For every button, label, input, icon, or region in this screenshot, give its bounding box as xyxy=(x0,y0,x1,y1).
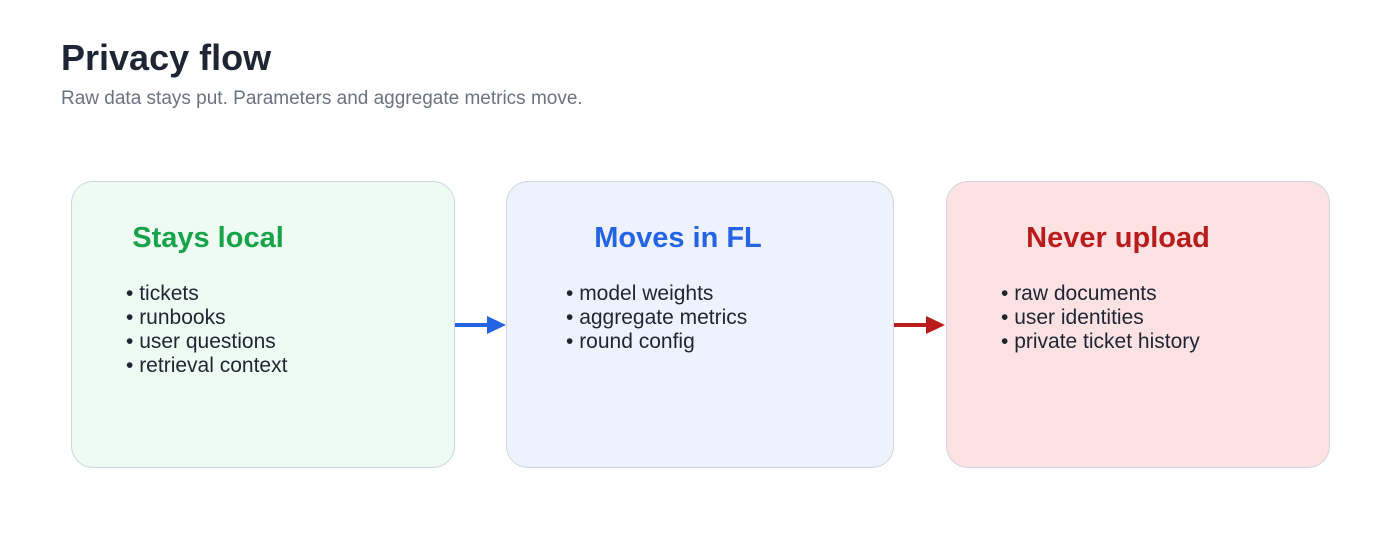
card-title: Moves in FL xyxy=(594,222,762,254)
item-list: model weights aggregate metrics round co… xyxy=(566,282,747,354)
card-moves-in-fl: Moves in FL model weights aggregate metr… xyxy=(506,181,894,468)
list-item: user identities xyxy=(1001,306,1200,330)
card-stays-local: Stays local tickets runbooks user questi… xyxy=(71,181,455,468)
list-item: raw documents xyxy=(1001,282,1200,306)
page-subtitle: Raw data stays put. Parameters and aggre… xyxy=(61,88,583,109)
list-item: round config xyxy=(566,330,747,354)
list-item: private ticket history xyxy=(1001,330,1200,354)
list-item: runbooks xyxy=(126,306,287,330)
card-title: Never upload xyxy=(1026,222,1210,254)
card-never-upload: Never upload raw documents user identiti… xyxy=(946,181,1330,468)
list-item: model weights xyxy=(566,282,747,306)
list-item: aggregate metrics xyxy=(566,306,747,330)
arrow-fl-to-never xyxy=(894,316,945,334)
arrow-local-to-fl xyxy=(455,316,506,334)
list-item: user questions xyxy=(126,330,287,354)
card-title: Stays local xyxy=(132,222,284,254)
item-list: raw documents user identities private ti… xyxy=(1001,282,1200,354)
list-item: retrieval context xyxy=(126,354,287,378)
item-list: tickets runbooks user questions retrieva… xyxy=(126,282,287,378)
page-title: Privacy flow xyxy=(61,37,272,78)
list-item: tickets xyxy=(126,282,287,306)
